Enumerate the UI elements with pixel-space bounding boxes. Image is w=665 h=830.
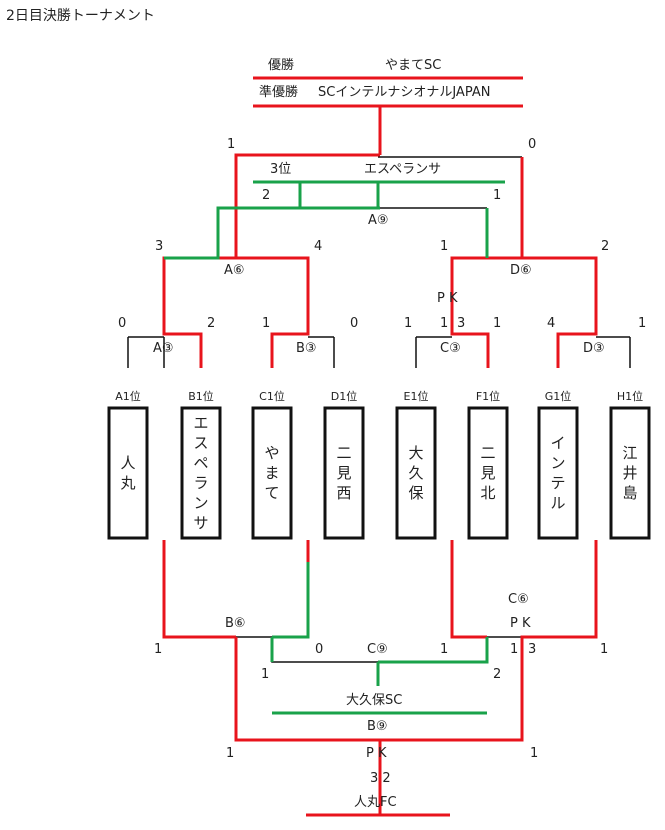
score: 1 [638,316,646,331]
winner-label: 優勝 [268,58,294,73]
winner-team: やまてSC [385,58,441,73]
team-box-border [537,406,579,540]
page-title: 2日目決勝トーナメント [6,8,155,24]
pk-label: P K [366,746,387,761]
match-label-d6: D⑥ [510,263,532,278]
team-box: やまて [251,406,293,540]
match-label-c6: C⑥ [508,592,529,607]
score: 1 [154,642,162,657]
match-label-a6: A⑥ [224,263,245,278]
team-box-border [107,406,149,540]
score: 1 [493,188,501,203]
team-name: 大久保 [408,444,423,502]
score: 3 [457,316,465,331]
score: 3 [155,239,163,254]
score: 1 [261,667,269,682]
team-name: 人丸 [120,454,135,492]
score: 1 [226,746,234,761]
score: 2 [601,239,609,254]
seed-labels: A1位 B1位 C1位 D1位 E1位 F1位 G1位 H1位 [115,389,643,403]
team-boxes: 人丸 エスペランサ やまて 二見西 大久保 二見北 インテル 江井島 [107,406,651,540]
score: 4 [314,239,322,254]
match-label-d3: D③ [583,341,605,356]
score: 1 [262,316,270,331]
score: 4 [547,316,555,331]
seed-label: G1位 [545,389,572,403]
pk-label: P K [510,616,531,631]
seed-label: A1位 [115,389,141,403]
score: 1 [404,316,412,331]
team-box: 江井島 [609,406,651,540]
third-place-label: 3位 [270,162,291,177]
team-box: エスペランサ [180,406,222,540]
score: 1 [440,642,448,657]
score: 2 [493,667,501,682]
match-label-b6: B⑥ [225,616,246,631]
team-box-border [467,406,509,540]
team-name: 二見北 [480,444,495,502]
match-label-a9: A⑨ [368,213,389,228]
score: 1 [440,239,448,254]
score: 1 [493,316,501,331]
score: 2 [207,316,215,331]
team-name: インテル [550,434,565,512]
team-box-border [395,406,437,540]
seed-label: C1位 [259,389,285,403]
bottom-last-team: 人丸FC [354,795,397,810]
match-label-c9: C⑨ [367,642,388,657]
team-name: エスペランサ [193,414,208,532]
score: 1 [530,746,538,761]
score: 0 [350,316,358,331]
match-label-a3: A③ [153,341,174,356]
team-box-border [180,406,222,540]
match-label-b9: B⑨ [367,719,388,734]
seed-label: D1位 [331,389,357,403]
team-box-border [609,406,651,540]
score: 1 [510,642,518,657]
score: 1 [440,316,448,331]
team-box: インテル [537,406,579,540]
pk-label: P K [437,291,458,306]
seed-label: F1位 [476,389,500,403]
team-name: 二見西 [336,444,351,502]
bottom-bracket-lines [162,540,598,817]
team-box: 人丸 [107,406,149,540]
team-box-border [323,406,365,540]
team-box-border [251,406,293,540]
score: 3 [528,642,536,657]
team-name: やまて [264,444,279,502]
bottom-winner-team: 大久保SC [346,693,402,708]
team-box: 二見北 [467,406,509,540]
team-box: 二見西 [323,406,365,540]
seed-label: H1位 [617,389,643,403]
seed-label: B1位 [188,389,214,403]
score: 0 [315,642,323,657]
match-label-c3: C③ [440,341,461,356]
score: 3 2 [370,771,391,786]
score: 1 [227,137,235,152]
runner-up-team: SCインテルナシオナルJAPAN [318,85,490,100]
team-name: 江井島 [622,444,637,502]
runner-up-label: 準優勝 [259,84,298,100]
seed-label: E1位 [404,389,429,403]
score: 0 [528,137,536,152]
match-label-b3: B③ [296,341,317,356]
score: 0 [118,316,126,331]
score: 1 [600,642,608,657]
score: 2 [262,188,270,203]
team-box: 大久保 [395,406,437,540]
top-bracket-lines [127,76,631,368]
third-place-team: エスペランサ [364,162,441,177]
